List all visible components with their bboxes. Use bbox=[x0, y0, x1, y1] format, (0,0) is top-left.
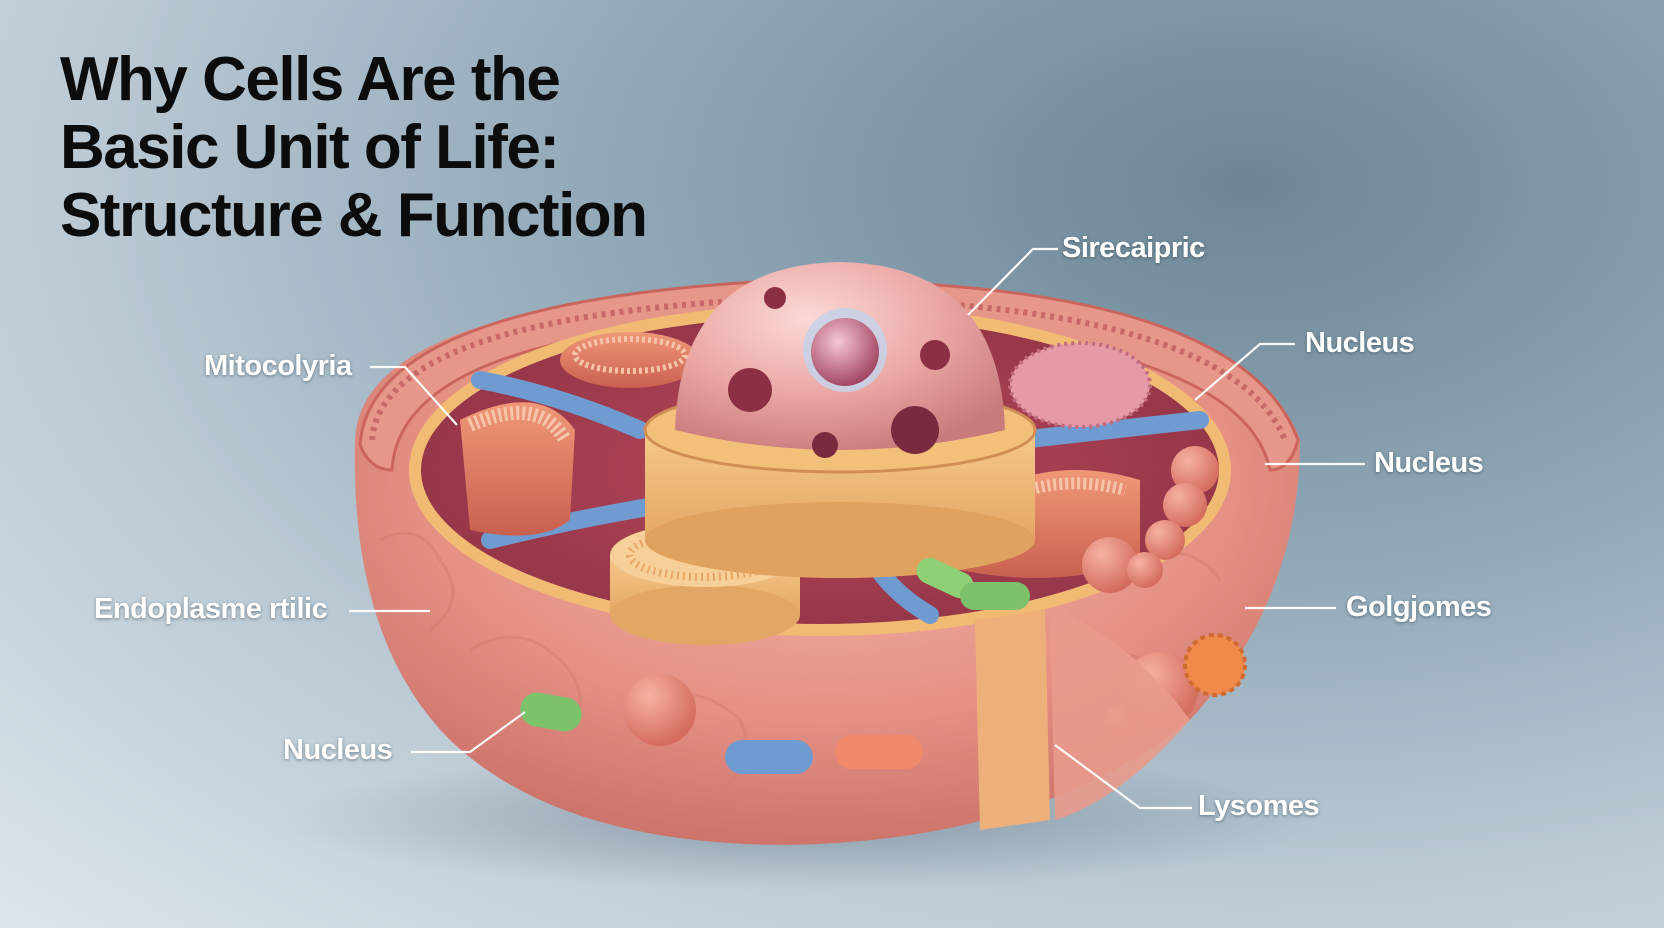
cell-membrane-rim bbox=[358, 278, 1300, 472]
lysosome-cluster bbox=[1183, 633, 1247, 697]
label-left-lower: Nucleus bbox=[283, 734, 393, 766]
label-left-middle: Endoplasme rtilic bbox=[94, 593, 328, 625]
nucleus-dome bbox=[675, 262, 1005, 458]
title-line-2: Basic Unit of Life: bbox=[60, 113, 560, 182]
label-bottom-right: Lysomes bbox=[1198, 790, 1320, 822]
label-upper-left: Mitocolyria bbox=[204, 350, 352, 382]
label-right-middle: Nucleus bbox=[1374, 447, 1484, 479]
mitochondrion-left bbox=[460, 402, 575, 536]
label-right-lower: Golgjomes bbox=[1346, 591, 1492, 623]
mitochondrion-top bbox=[560, 332, 700, 388]
ribosome-cluster bbox=[1008, 341, 1152, 429]
label-top-right: Sirecaipric bbox=[1062, 232, 1205, 264]
diagram-title: Why Cells Are the Basic Unit of Life: St… bbox=[60, 45, 648, 250]
title-line-3: Structure & Function bbox=[60, 181, 648, 250]
label-right-upper: Nucleus bbox=[1305, 327, 1415, 359]
title-line-1: Why Cells Are the bbox=[60, 45, 561, 114]
cut-slice-wall bbox=[975, 610, 1050, 830]
